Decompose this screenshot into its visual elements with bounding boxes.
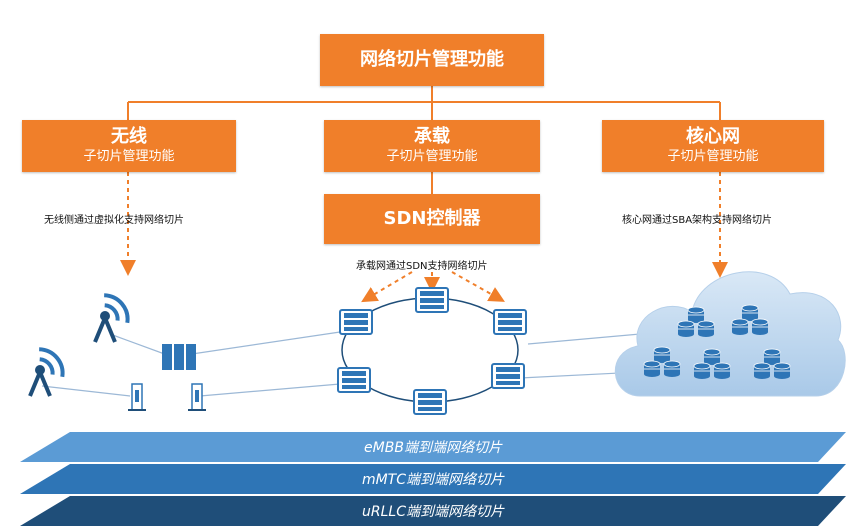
wireless-devices <box>28 287 206 411</box>
slice-band-urllc: uRLLC端到端网络切片 <box>20 496 846 526</box>
radio-unit-icon <box>188 383 206 411</box>
slice-band-embb: eMBB端到端网络切片 <box>20 432 846 462</box>
core-box: 核心网 子切片管理功能 <box>602 120 824 172</box>
slice-label: uRLLC端到端网络切片 <box>362 504 504 520</box>
antenna-tower-icon <box>93 287 136 344</box>
dashed-arrows <box>120 172 728 303</box>
slice-label: eMBB端到端网络切片 <box>364 440 502 456</box>
wireless-note: 无线侧通过虚拟化支持网络切片 <box>44 215 184 226</box>
top-management-box: 网络切片管理功能 <box>320 34 544 86</box>
bearer-title: 承载 <box>414 126 450 147</box>
core-note: 核心网通过SBA架构支持网络切片 <box>622 215 773 226</box>
sdn-controller-box: SDN控制器 <box>324 194 540 244</box>
core-cloud <box>614 271 846 397</box>
core-title: 核心网 <box>686 126 740 147</box>
router-icon <box>493 309 527 335</box>
bearer-note: 承载网通过SDN支持网络切片 <box>356 261 488 272</box>
router-icon <box>415 287 449 313</box>
slice-band-mmtc: mMTC端到端网络切片 <box>20 464 846 494</box>
tree-connectors <box>127 86 721 194</box>
wireless-title: 无线 <box>111 126 147 147</box>
router-icon <box>339 309 373 335</box>
bearer-subtitle: 子切片管理功能 <box>386 149 478 164</box>
bearer-routers <box>337 287 527 415</box>
slice-label: mMTC端到端网络切片 <box>361 472 505 488</box>
slice-bands <box>20 432 846 526</box>
sdn-title: SDN控制器 <box>383 208 481 229</box>
wireless-box: 无线 子切片管理功能 <box>22 120 236 172</box>
top-title: 网络切片管理功能 <box>360 49 504 70</box>
bearer-box: 承载 子切片管理功能 <box>324 120 540 172</box>
baseband-rack-icon <box>162 344 196 370</box>
wireless-subtitle: 子切片管理功能 <box>83 149 175 164</box>
router-icon <box>337 367 371 393</box>
radio-unit-icon <box>128 383 146 411</box>
router-icon <box>413 389 447 415</box>
core-subtitle: 子切片管理功能 <box>667 149 759 164</box>
router-icon <box>491 363 525 389</box>
